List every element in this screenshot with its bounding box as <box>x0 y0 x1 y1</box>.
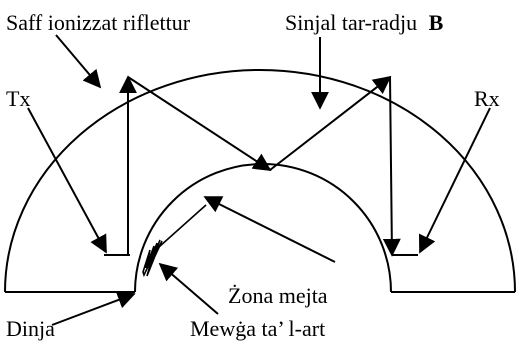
skywave-up-right <box>269 75 392 171</box>
pointer-earth <box>51 291 136 326</box>
skywave-down-left <box>127 76 272 171</box>
ground-wave-ray <box>149 204 207 256</box>
pointer-receiver <box>418 107 491 254</box>
label-receiver: Rx <box>474 86 500 111</box>
label-radio-signal-text: Sinjal tar-radju <box>285 10 417 35</box>
pointer-reflecting-layer <box>55 34 102 89</box>
skywave-down-right <box>382 76 401 257</box>
label-ground-wave: Mewġa ta’ l-art <box>190 316 325 341</box>
label-radio-signal: Sinjal tar-radju B <box>285 10 444 35</box>
label-reflecting-layer: Saff ionizzat riflettur <box>6 10 191 35</box>
pointer-transmitter <box>27 107 107 254</box>
label-transmitter: Tx <box>6 86 30 111</box>
label-radio-signal-bold: B <box>429 10 444 35</box>
label-dead-zone: Żona mejta <box>228 283 328 308</box>
ground-wave-scribble <box>142 239 163 278</box>
label-earth: Dinja <box>6 316 55 341</box>
ionosphere-arc <box>4 69 516 293</box>
pointer-ground-wave <box>158 262 219 315</box>
earth-arc <box>134 163 392 293</box>
pointer-dead-zone <box>203 196 336 263</box>
